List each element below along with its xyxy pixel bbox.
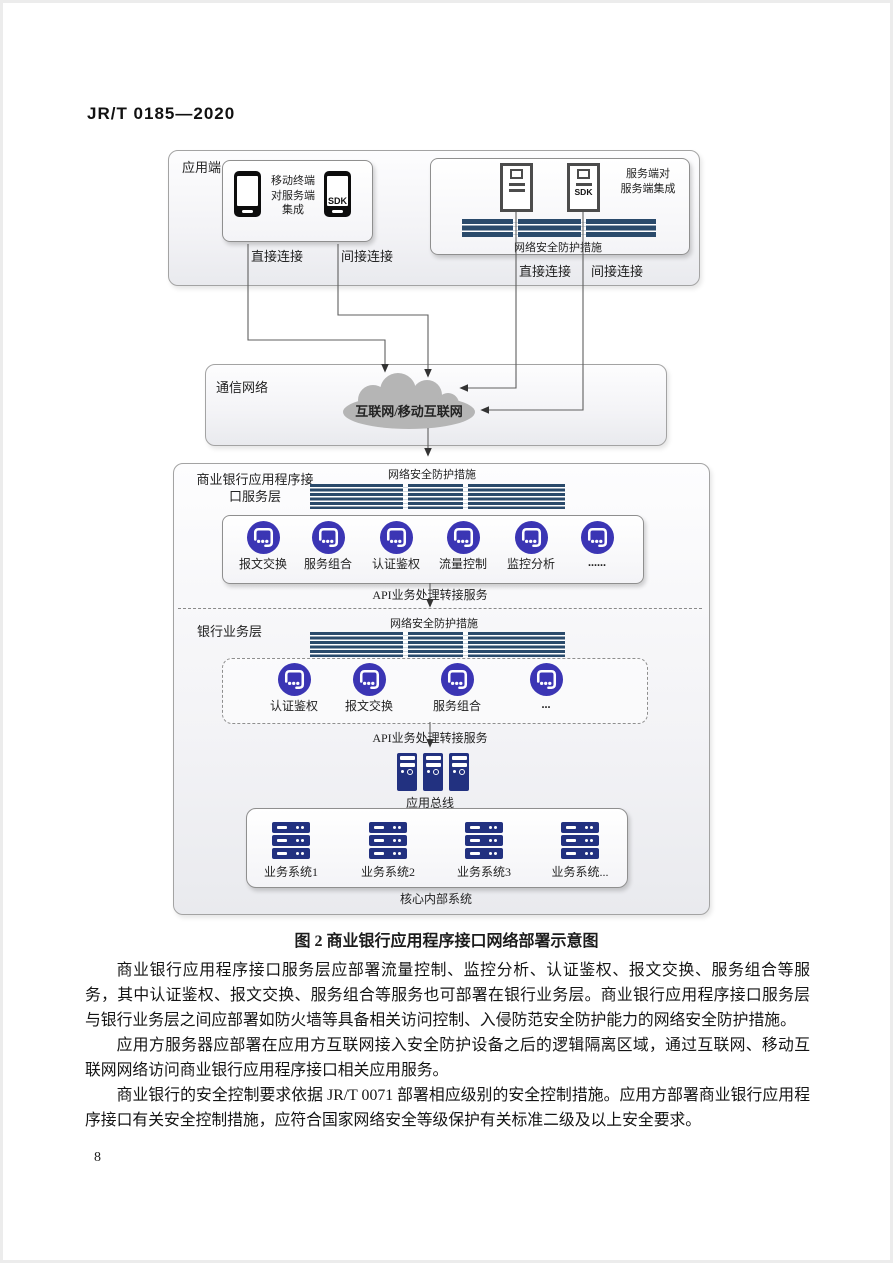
system-label: 业务系统1 [263, 865, 318, 879]
layer-separator [178, 608, 702, 609]
api-layer-label: 商业银行应用程序接 口服务层 [196, 472, 314, 504]
system-label: 业务系统2 [360, 865, 415, 879]
internet-cloud: 互联网/移动互联网 [343, 373, 475, 429]
service-icon [246, 520, 280, 555]
service-message-exchange: 报文交换 [230, 520, 296, 572]
firewall-gap [463, 484, 468, 509]
bank-firewall-label: 网络安全防护措施 [390, 618, 478, 630]
sdk-label: SDK [327, 196, 347, 206]
service-icon [311, 520, 345, 555]
mobile-phone-icon [234, 171, 261, 217]
rack-server-icon [561, 822, 599, 861]
server-slot [508, 189, 525, 192]
server-panel [510, 169, 523, 179]
service-label: 监控分析 [506, 557, 555, 571]
firewall-gap [463, 632, 468, 657]
bank-service-message-exchange: 报文交换 [329, 662, 409, 714]
bank-service-ellipsis: ... [506, 662, 586, 712]
server-slot [575, 182, 592, 186]
service-icon [580, 520, 614, 555]
service-icon [379, 520, 413, 555]
api-services-box [222, 515, 644, 584]
service-icon [277, 662, 311, 697]
api-firewall-bar [310, 484, 565, 509]
sdk-label: SDK [574, 186, 593, 197]
business-system-1: 业务系统1 [246, 822, 336, 880]
service-icon [529, 662, 563, 697]
page-number: 8 [94, 1150, 101, 1165]
server-slot [508, 182, 525, 186]
phone-screen [237, 176, 258, 206]
business-system-3: 业务系统3 [439, 822, 529, 880]
system-label: 业务系统3 [456, 865, 511, 879]
service-icon [514, 520, 548, 555]
business-system-2: 业务系统2 [343, 822, 433, 880]
firewall-gap [403, 484, 408, 509]
figure-caption: 图 2 商业银行应用程序接口网络部署示意图 [294, 933, 599, 950]
service-label: ...... [588, 555, 606, 569]
application-server-sdk-icon: SDK [567, 163, 600, 212]
paragraph-3: 商业银行的安全控制要求依据 JR/T 0071 部署相应级别的安全控制措施。应用… [85, 1087, 810, 1129]
server-direct-label: 直接连接 [519, 264, 572, 279]
phone-home-bar [332, 209, 343, 213]
server-firewall-label: 网络安全防护措施 [514, 242, 602, 254]
service-label: 服务组合 [303, 557, 352, 571]
bank-footer-label: API业务处理转接服务 [372, 731, 488, 745]
server-panel [577, 169, 590, 179]
bank-layer-label: 银行业务层 [197, 624, 263, 639]
service-icon [446, 520, 480, 555]
mobile-direct-label: 直接连接 [251, 249, 304, 264]
service-icon [440, 662, 474, 697]
phone-home-bar [242, 209, 253, 213]
service-label: 报文交换 [238, 557, 287, 571]
communication-network-label: 通信网络 [216, 380, 269, 395]
tower-server-icon [423, 753, 443, 791]
service-authentication: 认证鉴权 [363, 520, 429, 572]
tower-server-icon [449, 753, 469, 791]
firewall-gap [513, 219, 518, 237]
server-indirect-label: 间接连接 [591, 264, 644, 279]
tower-server-icon [397, 753, 417, 791]
mobile-integration-text: 移动终端 对服务端 集成 [271, 175, 315, 216]
service-icon [352, 662, 386, 697]
system-label: 业务系统... [551, 865, 609, 879]
service-label: 认证鉴权 [371, 557, 420, 571]
paragraph-1: 商业银行应用程序接口服务层应部署流量控制、监控分析、认证鉴权、报文交换、服务组合… [85, 962, 810, 1029]
service-flow-control: 流量控制 [430, 520, 496, 572]
rack-server-icon [465, 822, 503, 861]
server-integration-text: 服务端对 服务端集成 [620, 168, 676, 195]
firewall-gap [403, 632, 408, 657]
rack-server-icon [272, 822, 310, 861]
phone-screen: SDK [327, 176, 348, 206]
bank-service-composition: 服务组合 [417, 662, 497, 714]
bank-firewall-bar [310, 632, 565, 657]
rack-server-icon [369, 822, 407, 861]
service-label: 报文交换 [344, 699, 393, 713]
service-composition: 服务组合 [295, 520, 361, 572]
paragraph-2: 应用方服务器应部署在应用方互联网接入安全防护设备之后的逻辑隔离区域，通过互联网、… [85, 1037, 810, 1079]
service-label: 服务组合 [432, 699, 481, 713]
firewall-gap [581, 219, 586, 237]
api-footer-label: API业务处理转接服务 [372, 588, 488, 602]
service-label: ... [541, 697, 551, 711]
core-systems-label: 核心内部系统 [399, 892, 472, 906]
service-ellipsis: ...... [564, 520, 630, 570]
application-bus-icons [397, 753, 471, 796]
application-side-label: 应用端 [182, 160, 222, 175]
api-firewall-label: 网络安全防护措施 [388, 469, 476, 481]
service-label: 认证鉴权 [269, 699, 318, 713]
mobile-indirect-label: 间接连接 [341, 249, 394, 264]
application-server-icon [500, 163, 533, 212]
bank-service-authentication: 认证鉴权 [254, 662, 334, 714]
body-text: 商业银行应用程序接口服务层应部署流量控制、监控分析、认证鉴权、报文交换、服务组合… [85, 958, 810, 1133]
service-monitoring: 监控分析 [498, 520, 564, 572]
standard-number-header: JR/T 0185—2020 [87, 104, 236, 123]
mobile-phone-sdk-icon: SDK [324, 171, 351, 217]
service-label: 流量控制 [438, 557, 487, 571]
business-system-etc: 业务系统... [535, 822, 625, 880]
application-bus-label: 应用总线 [405, 796, 454, 810]
cloud-label: 互联网/移动互联网 [355, 404, 463, 419]
network-firewall-bar [462, 219, 656, 237]
